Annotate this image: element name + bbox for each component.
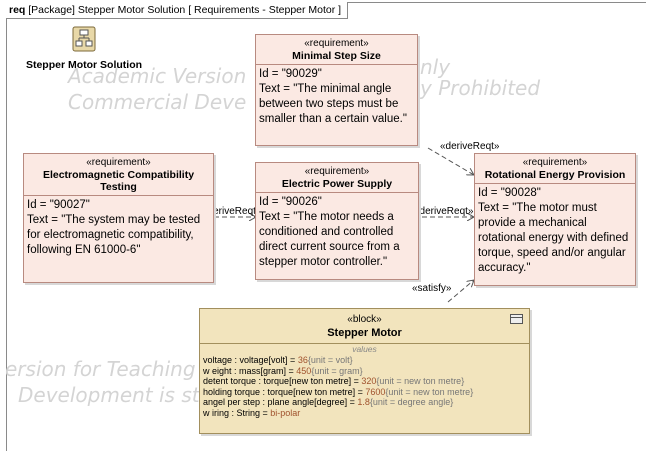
satisfy-label: «satisfy» bbox=[412, 283, 452, 294]
block-stepper-motor[interactable]: «block» Stepper Motor values voltage : v… bbox=[199, 308, 530, 434]
block-icon bbox=[510, 314, 523, 324]
requirement-title: Rotational Energy Provision bbox=[484, 169, 626, 181]
requirement-id: Id = "90029" bbox=[259, 68, 322, 80]
derive-label-2: «deriveReqt» bbox=[414, 206, 474, 217]
requirement-text: Text = "The minimal angle between two st… bbox=[259, 83, 407, 125]
requirement-title: Electromagnetic Compatibility Testing bbox=[42, 169, 195, 193]
watermark-line: Academic Version bbox=[68, 64, 247, 88]
derive-link-3[interactable] bbox=[427, 147, 474, 175]
requirement-stereotype: «requirement» bbox=[304, 38, 369, 49]
watermark-line: y Prohibited bbox=[420, 76, 541, 100]
satisfy-link[interactable] bbox=[447, 280, 474, 303]
frame-title: [Package] Stepper Motor Solution [ Requi… bbox=[28, 4, 342, 16]
value-property: holding torque : torque[new ton metre] =… bbox=[203, 386, 474, 397]
requirement-stereotype: «requirement» bbox=[522, 157, 588, 168]
requirement-text: Text = "The motor must provide a mechani… bbox=[478, 202, 629, 274]
watermark-line: nly bbox=[420, 55, 451, 79]
package-stepper-motor-solution[interactable]: Stepper Motor Solution bbox=[14, 26, 154, 71]
package-title: Stepper Motor Solution bbox=[25, 59, 143, 71]
frame-kind: req bbox=[9, 4, 26, 16]
requirement-electric-power-supply[interactable]: «requirement» Electric Power Supply Id =… bbox=[255, 162, 419, 280]
value-property: angel per step : plane angle[degree] = 1… bbox=[203, 397, 454, 408]
block-title: Stepper Motor bbox=[200, 326, 529, 344]
value-property: detent torque : torque[new ton metre] = … bbox=[203, 376, 465, 387]
requirement-id: Id = "90028" bbox=[478, 187, 541, 199]
requirement-title: Minimal Step Size bbox=[292, 50, 381, 62]
watermark-line: Development is st bbox=[18, 383, 200, 407]
requirement-text: Text = "The system may be tested for ele… bbox=[27, 214, 201, 256]
diagram-frame-label: req [Package] Stepper Motor Solution [ R… bbox=[6, 2, 349, 19]
requirement-id: Id = "90027" bbox=[27, 199, 90, 211]
requirement-text: Text = "The motor needs a conditioned an… bbox=[259, 211, 400, 268]
requirement-minimal-step-size[interactable]: «requirement» Minimal Step Size Id = "90… bbox=[255, 34, 418, 146]
requirement-stereotype: «requirement» bbox=[304, 166, 370, 177]
value-property: w eight : mass[gram] = 450{unit = gram} bbox=[203, 365, 363, 376]
watermark-line: Commercial Deve bbox=[68, 90, 247, 114]
block-stereotype: «block» bbox=[347, 314, 382, 325]
values-compartment-label: values bbox=[352, 344, 377, 354]
requirement-stereotype: «requirement» bbox=[86, 157, 151, 168]
value-property: w iring : String = bi-polar bbox=[203, 407, 301, 418]
requirement-electromagnetic-compatibility-testing[interactable]: «requirement» Electromagnetic Compatibil… bbox=[23, 153, 214, 283]
requirement-rotational-energy-provision[interactable]: «requirement» Rotational Energy Provisio… bbox=[474, 153, 636, 286]
derive-label-3: «deriveReqt» bbox=[440, 141, 500, 152]
requirement-title: Electric Power Supply bbox=[281, 178, 393, 190]
derive-label-1: «deriveReqt» bbox=[202, 206, 262, 217]
package-icon bbox=[72, 26, 96, 52]
requirement-id: Id = "90026" bbox=[259, 196, 322, 208]
value-property: voltage : voltage[volt] = 36{unit = volt… bbox=[203, 355, 353, 365]
watermark-line: ersion for Teaching bbox=[5, 357, 196, 381]
